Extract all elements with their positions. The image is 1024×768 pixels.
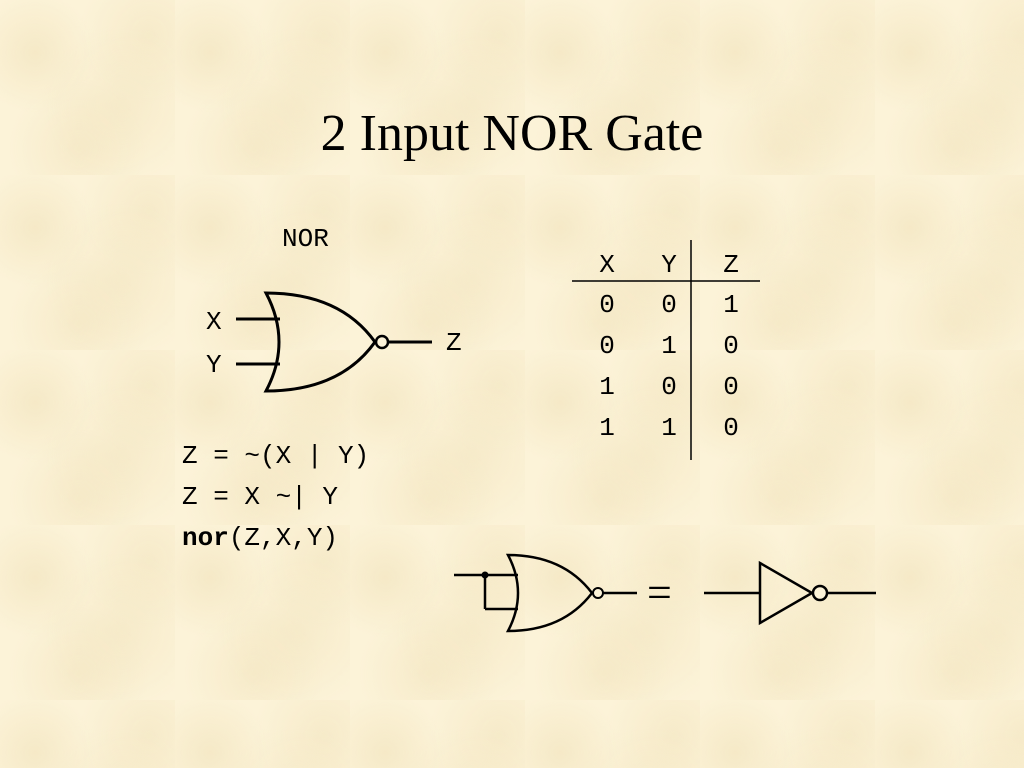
- gate-caption: NOR: [282, 224, 329, 254]
- tied-input-nor-gate: [454, 553, 637, 633]
- nor-gate-symbol: [236, 291, 432, 393]
- slide-title: 2 Input NOR Gate: [320, 105, 704, 162]
- truth-table-cell: 1: [599, 413, 615, 443]
- inverter-symbol: [704, 560, 876, 626]
- expression-nor-operator: Z = X ~| Y: [182, 482, 339, 512]
- truth-table-cell: 0: [661, 372, 677, 402]
- truth-table-header-z: Z: [723, 250, 739, 280]
- inverter-triangle: [758, 560, 815, 626]
- expression-nor-primitive: nor(Z,X,Y): [182, 523, 338, 553]
- equivalence-symbol: =: [647, 568, 672, 617]
- truth-table-cell: 0: [599, 290, 615, 320]
- truth-table-cell: 0: [723, 372, 739, 402]
- truth-table-cell: 1: [661, 331, 677, 361]
- output-z-label: Z: [446, 328, 462, 358]
- nor-arguments: (Z,X,Y): [228, 523, 339, 553]
- truth-table-cell: 1: [661, 413, 677, 443]
- input-y-label: Y: [206, 350, 222, 380]
- truth-table-header-x: X: [599, 250, 615, 280]
- truth-table-cell: 0: [723, 413, 739, 443]
- truth-table-cell: 0: [723, 331, 739, 361]
- truth-table-cell: 0: [661, 290, 677, 320]
- nor-inversion-bubble: [374, 334, 390, 350]
- truth-table-cell: 0: [599, 331, 615, 361]
- inverter-bubble: [811, 584, 829, 602]
- nor-gate-body: [263, 291, 377, 393]
- truth-table-cell: 1: [723, 290, 739, 320]
- truth-table-cell: 1: [599, 372, 615, 402]
- truth-table-header-y: Y: [661, 250, 677, 280]
- tied-nor-gate-body: [505, 553, 594, 633]
- input-x-label: X: [206, 307, 222, 337]
- tied-nor-inversion-bubble: [592, 587, 604, 599]
- nor-keyword: nor: [182, 523, 229, 553]
- expression-or-negated: Z = ~(X | Y): [182, 441, 370, 471]
- junction-dot: [481, 571, 489, 579]
